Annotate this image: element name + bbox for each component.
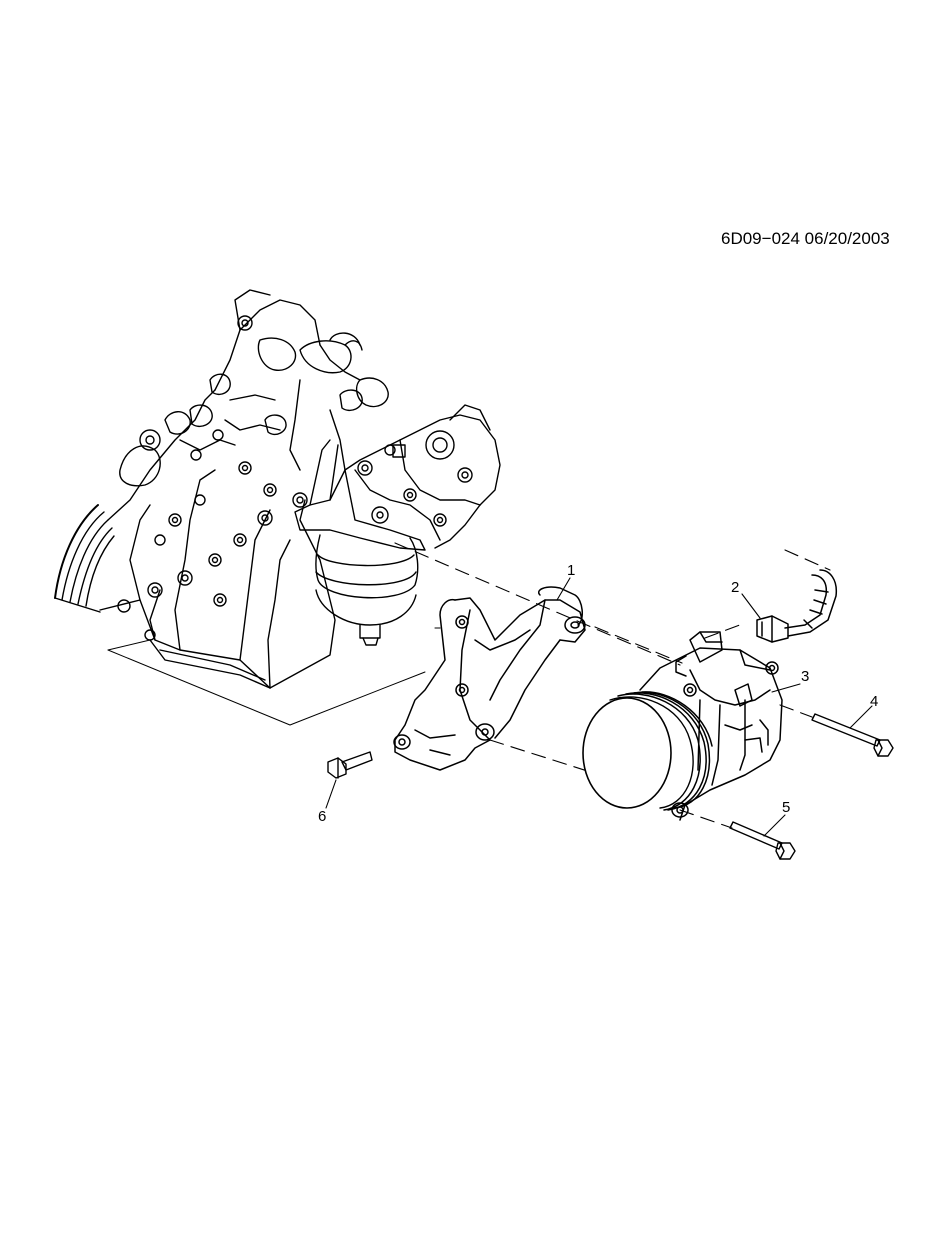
engine-block-illustration bbox=[54, 289, 501, 689]
compressor-bracket bbox=[393, 586, 586, 771]
callout-3: 3 bbox=[801, 668, 810, 685]
bolt-long-lower bbox=[729, 821, 796, 860]
callout-5: 5 bbox=[782, 799, 791, 816]
mount-outline bbox=[107, 649, 426, 726]
callout-leaders bbox=[325, 577, 873, 837]
callout-1: 1 bbox=[567, 562, 576, 579]
wiring-harness-connector bbox=[756, 569, 838, 643]
callout-6: 6 bbox=[318, 808, 327, 825]
drawing-reference: 6D09−024 06/20/2003 bbox=[721, 229, 890, 248]
callout-2: 2 bbox=[731, 579, 740, 596]
callout-4: 4 bbox=[870, 693, 879, 710]
bolt-short bbox=[327, 751, 373, 779]
ac-compressor bbox=[582, 631, 783, 821]
bolt-long-upper bbox=[811, 713, 894, 757]
